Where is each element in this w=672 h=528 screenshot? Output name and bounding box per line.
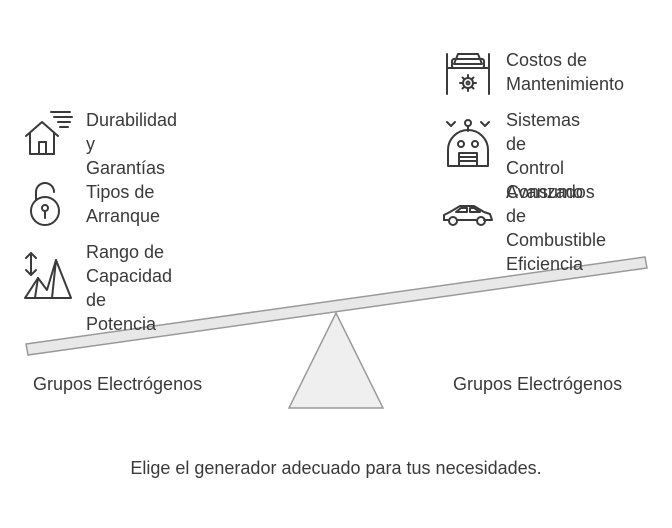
item-label-line: Capacidad de [86,266,173,310]
item-label-line: Consumo de [506,182,584,226]
car-lift-gear-icon [446,53,490,95]
item-label-line: Arranque [86,206,161,226]
car-icon [443,205,493,226]
robot-control-icon [446,119,490,167]
item-label-line: Avanzados [506,182,595,202]
item-label-line: Potencia [86,314,157,334]
item-label-line: Tipos de [86,182,155,202]
left-side-label: Grupos Electrógenos [33,374,203,394]
house-wind-icon [25,111,73,155]
item-label-line: Control [506,158,565,178]
item-label-line: Garantías [86,158,166,178]
item-label-line: Sistemas de [506,110,581,154]
item-label-line: Combustible [506,230,607,250]
item-label-line: Eficiencia [506,254,584,274]
item-label-line: Mantenimiento [506,74,625,94]
right-side-label: Grupos Electrógenos [453,374,623,394]
item-label-line: Costos de [506,50,588,70]
fulcrum-triangle [287,311,385,409]
item-label-line: Rango de [86,242,165,262]
item-label-line: Durabilidad y [86,110,178,154]
padlock-icon [30,182,60,226]
diagram-caption: Elige el generador adecuado para tus nec… [130,458,542,478]
seesaw-beam [25,256,648,356]
mountain-range-icon [24,252,72,299]
